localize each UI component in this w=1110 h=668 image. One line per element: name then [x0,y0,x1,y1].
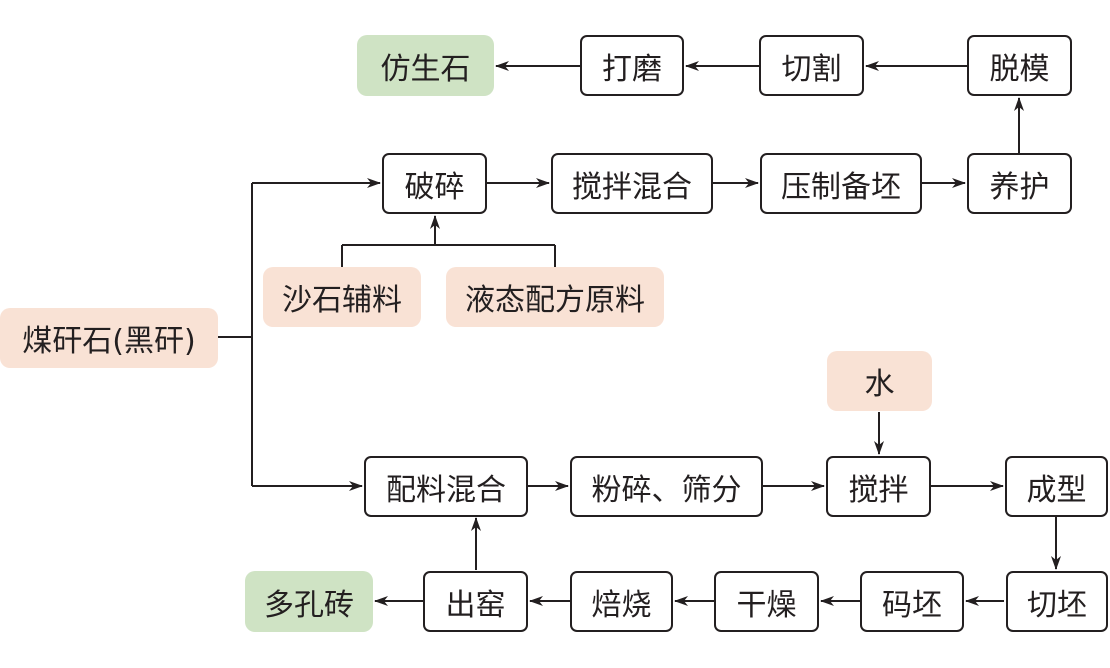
step-crushing: 破碎 [382,153,487,214]
input-liquid-formula-material: 液态配方原料 [446,267,664,327]
step-pressing-blanks: 压制备坯 [760,153,922,214]
source-node-coal-gangue: 煤矸石(黑矸) [0,308,218,368]
step-cutting: 切割 [759,35,864,96]
step-grinding-screening: 粉碎、筛分 [570,456,763,517]
step-demolding: 脱模 [967,35,1072,96]
step-forming: 成型 [1005,456,1108,517]
step-roasting: 焙烧 [570,571,673,632]
product-porous-brick: 多孔砖 [245,571,373,632]
input-water: 水 [827,351,932,411]
step-kiln-discharge: 出窑 [423,571,528,632]
step-stir-mixing: 搅拌混合 [551,153,713,214]
step-stirring: 搅拌 [826,456,931,517]
step-stacking-blanks: 码坯 [860,571,964,632]
step-batching-mixing: 配料混合 [364,456,528,517]
input-sand-gravel-auxiliary: 沙石辅料 [263,267,421,327]
step-drying: 干燥 [714,571,819,632]
step-cutting-blanks: 切坯 [1006,571,1108,632]
step-polishing: 打磨 [580,35,684,96]
step-curing: 养护 [967,153,1072,214]
product-bionic-stone: 仿生石 [357,35,494,96]
